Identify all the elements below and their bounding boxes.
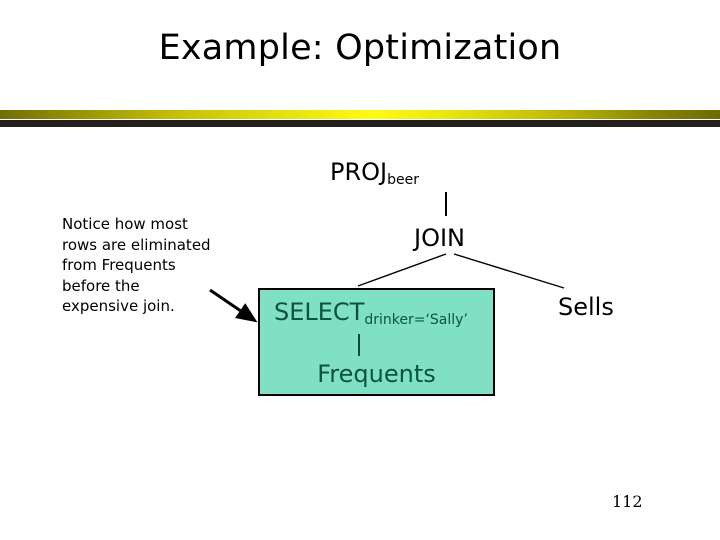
frequents-node: Frequents: [317, 360, 436, 388]
note-text: Notice how most rows are eliminated from…: [62, 215, 211, 315]
proj-operator-label: PROJ: [330, 158, 388, 186]
proj-node: PROJbeer: [330, 158, 565, 188]
divider-dark-bar: [0, 120, 720, 127]
join-node: JOIN: [414, 224, 465, 252]
page-number: 112: [612, 492, 643, 511]
proj-subscript-label: beer: [387, 172, 419, 188]
divider-yellow-bar: [0, 110, 720, 119]
edge-join-to-select: [357, 253, 447, 287]
edge-select-to-frequents: [358, 334, 360, 356]
edge-join-to-children: [357, 253, 565, 289]
select-node: SELECTdrinker=‘Sally’: [274, 298, 468, 328]
select-subplan-box: SELECTdrinker=‘Sally’ Frequents: [258, 288, 495, 396]
edge-join-to-sells: [453, 253, 565, 289]
sells-node: Sells: [558, 293, 614, 321]
edge-proj-to-join: [445, 192, 447, 216]
page-title: Example: Optimization: [158, 28, 562, 68]
select-subscript-label: drinker=‘Sally’: [364, 312, 468, 328]
title-divider: [0, 110, 720, 127]
select-operator-label: SELECT: [274, 298, 365, 326]
note-to-select-arrow: [209, 288, 258, 323]
